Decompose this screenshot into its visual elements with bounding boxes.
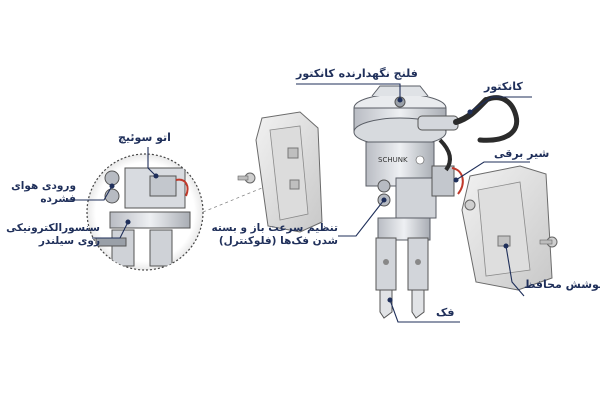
label-sensor-line1: سنسورالکترونیکی (6, 222, 100, 234)
label-compressed-air: ورودی هوای فشرده (11, 180, 76, 206)
leader-connector-flange-dot (397, 97, 403, 103)
leader-electric-valve (455, 161, 530, 181)
label-sensor-line2: روی سیلندر (38, 235, 100, 247)
gripper-assembly: SCHUNK (353, 85, 520, 319)
leader-sensor (92, 221, 129, 239)
leader-connector-flange (296, 83, 401, 100)
label-sensor: سنسورالکترونیکی روی سیلندر (4, 222, 100, 248)
label-jaw: فک (436, 306, 455, 319)
label-electric-valve: شیر برقی (494, 147, 550, 160)
right-cover-panel (461, 165, 558, 291)
leader-lines (68, 83, 532, 323)
leader-compressed-air (68, 185, 113, 201)
svg-text:SCHUNK: SCHUNK (378, 156, 408, 164)
label-connector-flange: فلنج نگهدارنده کانکتور (296, 67, 418, 80)
leader-jaw (389, 299, 460, 323)
label-speed-adjust: تنظیم سرعت باز و بسته شدن فک‌ها (فلوکنتر… (208, 222, 338, 248)
label-compressed-air-line1: ورودی هوای (11, 180, 76, 192)
label-auto-switch: اتو سوئیچ (118, 131, 171, 144)
leader-cover (505, 245, 525, 297)
leader-auto-switch (147, 147, 157, 177)
label-cover: پوشش محافظ (524, 278, 600, 291)
label-speed-adjust-line2: شدن فک‌ها (فلوکنترل) (218, 235, 338, 247)
leader-connector (469, 96, 532, 113)
magnifier-detail (86, 153, 263, 271)
label-compressed-air-line2: فشرده (40, 193, 76, 205)
left-cover-panel (237, 111, 323, 233)
leader-speed-adjust (338, 199, 385, 237)
label-speed-adjust-line1: تنظیم سرعت باز و بسته (211, 222, 338, 234)
label-connector: کانکتور (484, 80, 523, 93)
